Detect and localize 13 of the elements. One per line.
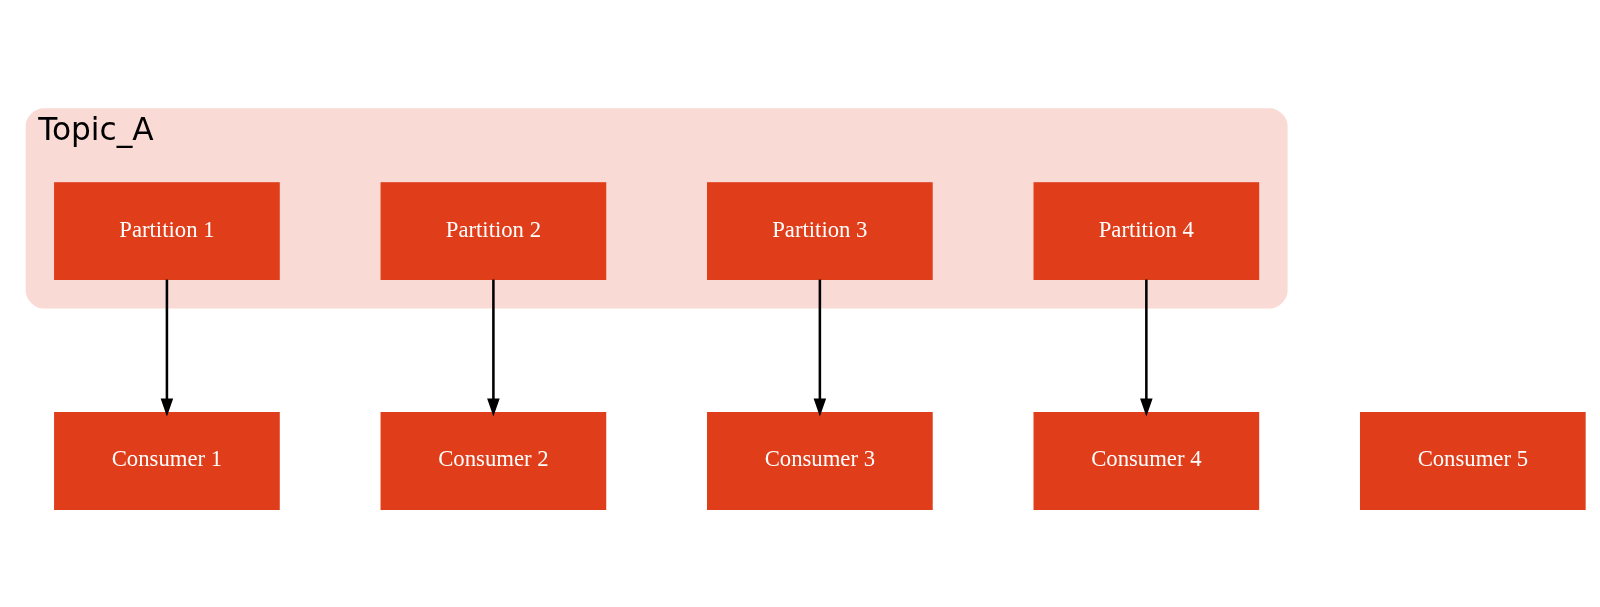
node-box: Partition 2 bbox=[380, 182, 607, 281]
arrow bbox=[1140, 279, 1153, 417]
node-box: Consumer 3 bbox=[707, 412, 933, 511]
node-box: Consumer 2 bbox=[380, 412, 607, 511]
arrow bbox=[813, 279, 827, 417]
node-box: Partition 1 bbox=[54, 182, 280, 281]
node-box: Partition 3 bbox=[707, 182, 933, 281]
arrow bbox=[487, 279, 500, 417]
node-box: Partition 4 bbox=[1033, 182, 1260, 281]
node-box: Consumer 1 bbox=[54, 412, 280, 511]
node-box: Consumer 5 bbox=[1360, 412, 1586, 511]
node-box: Consumer 4 bbox=[1033, 412, 1260, 511]
arrow bbox=[160, 279, 174, 417]
